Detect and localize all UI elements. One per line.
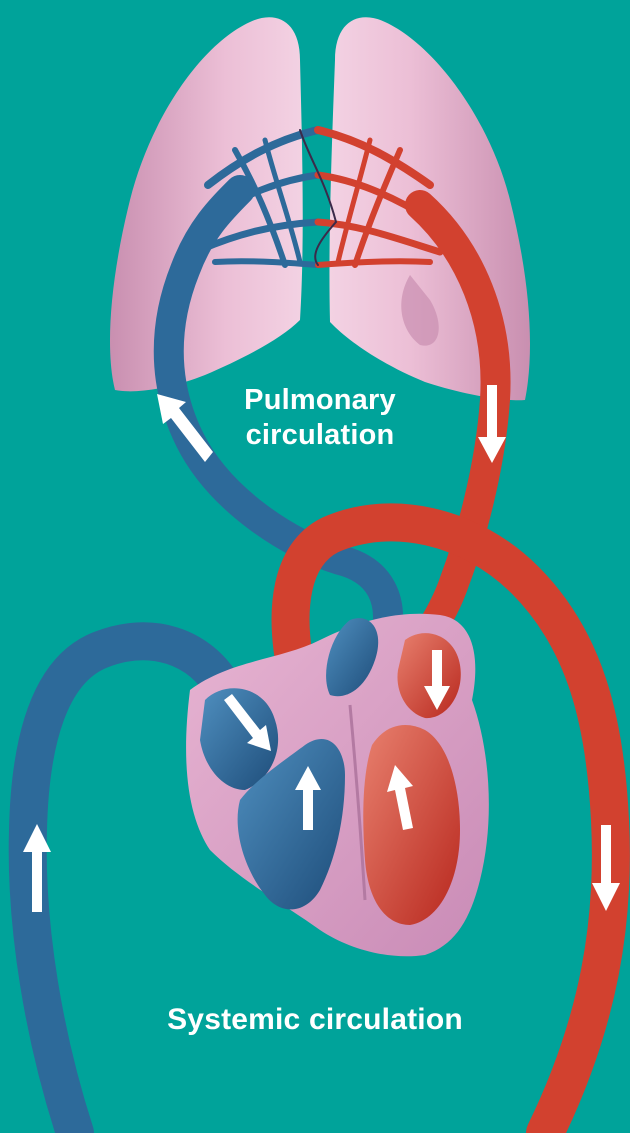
systemic-circulation-label: Systemic circulation <box>115 1002 515 1038</box>
pulmonary-label-line-2: circulation <box>215 418 425 453</box>
pulmonary-circulation-label: Pulmonary circulation <box>215 383 425 453</box>
pulmonary-label-line-1: Pulmonary <box>215 383 425 418</box>
